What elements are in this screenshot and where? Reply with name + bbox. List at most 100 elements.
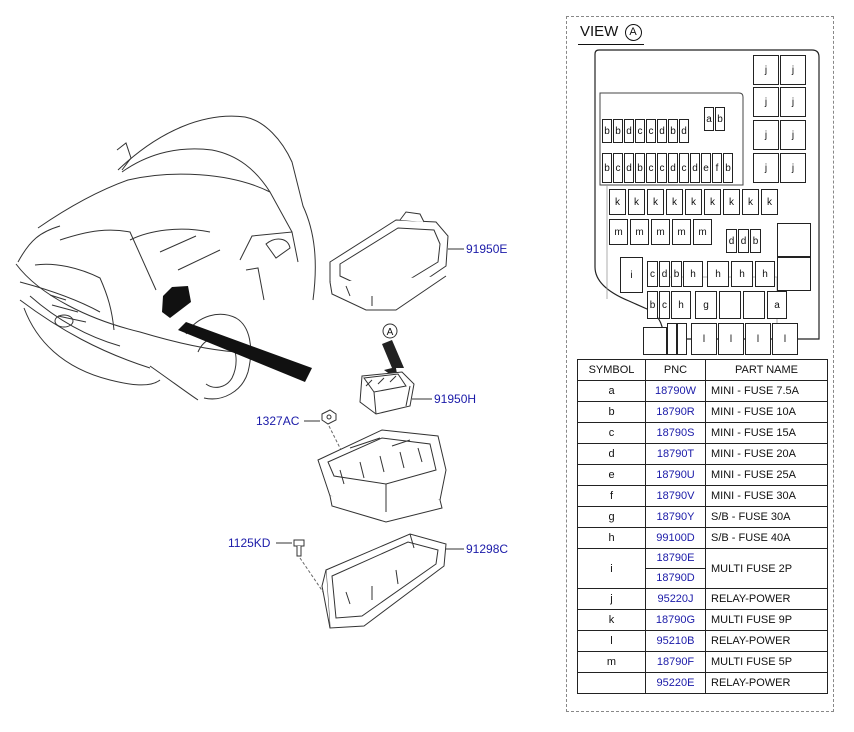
legend-pnc[interactable]: 18790T [645, 443, 706, 465]
fuse-cell-b[interactable]: b [715, 107, 725, 131]
callout-1327ac[interactable]: 1327AC [256, 414, 300, 428]
fuse-cell-b[interactable]: b [750, 229, 761, 253]
fuse-box-cover-part[interactable] [329, 211, 449, 311]
legend-pnc[interactable]: 95220J [645, 588, 706, 610]
fuse-cell-d[interactable]: d [624, 153, 634, 183]
legend-pnc[interactable]: 95220E [645, 672, 706, 694]
callout-91298c[interactable]: 91298C [466, 542, 509, 556]
legend-pnc-link[interactable]: 18790Y [656, 510, 695, 523]
legend-pnc[interactable]: 18790R [645, 401, 706, 423]
junction-box-body-part[interactable] [317, 429, 447, 523]
fuse-cell-k[interactable]: k [666, 189, 683, 215]
callout-91950e[interactable]: 91950E [466, 242, 508, 256]
fuse-cell-d[interactable]: d [624, 119, 634, 143]
fuse-cell-b[interactable]: b [602, 153, 612, 183]
fuse-cell-l[interactable]: l [772, 323, 798, 355]
fuse-cell-a[interactable]: a [704, 107, 714, 131]
legend-pnc[interactable]: 99100D [645, 527, 706, 549]
fuse-cell-h[interactable]: h [707, 261, 729, 287]
legend-pnc-link[interactable]: 95220J [657, 592, 694, 605]
fuse-cell-k[interactable]: k [685, 189, 702, 215]
fuse-cell-c[interactable]: c [647, 261, 658, 287]
legend-pnc-link[interactable]: 95210B [656, 634, 695, 647]
fuse-cell-h[interactable]: h [671, 291, 691, 319]
legend-pnc-link[interactable]: 18790V [656, 489, 695, 502]
fuse-cell-h[interactable]: h [755, 261, 775, 287]
fuse-cell-b[interactable]: b [613, 119, 623, 143]
fuse-cell-b[interactable]: b [668, 119, 678, 143]
fuse-cell-m[interactable]: m [651, 219, 670, 245]
fuse-cell-f[interactable]: f [712, 153, 722, 183]
fuse-cell-m[interactable]: m [630, 219, 649, 245]
legend-pnc[interactable]: 95210B [645, 630, 706, 652]
fuse-cell-blank[interactable] [677, 323, 687, 355]
fuse-cell-b[interactable]: b [647, 291, 658, 319]
fuse-cell-blank[interactable] [743, 291, 765, 319]
legend-pnc[interactable]: 18790W [645, 380, 706, 402]
fuse-cell-d[interactable]: d [679, 119, 689, 143]
fuse-cell-d[interactable]: d [657, 119, 667, 143]
legend-pnc-link[interactable]: 99100D [656, 531, 695, 544]
fuse-cell-b[interactable]: b [635, 153, 645, 183]
fuse-cell-j[interactable]: j [753, 87, 779, 117]
fuse-cell-d[interactable]: d [726, 229, 737, 253]
legend-pnc-link[interactable]: 18790W [655, 384, 696, 397]
legend-pnc[interactable]: 18790G [645, 609, 706, 631]
legend-pnc-link[interactable]: 18790E [656, 552, 695, 564]
fuse-cell-e[interactable]: e [701, 153, 711, 183]
fuse-cell-k[interactable]: k [761, 189, 778, 215]
fuse-cell-d[interactable]: d [668, 153, 678, 183]
fuse-cell-c[interactable]: c [635, 119, 645, 143]
fuse-cell-k[interactable]: k [723, 189, 740, 215]
fuse-cell-a[interactable]: a [767, 291, 787, 319]
lower-bracket-part[interactable] [321, 533, 447, 629]
fuse-cell-c[interactable]: c [659, 291, 670, 319]
fuse-cell-blank[interactable] [777, 223, 811, 257]
fuse-cell-j[interactable]: j [753, 153, 779, 183]
fuse-cell-j[interactable]: j [780, 55, 806, 85]
fuse-cell-b[interactable]: b [671, 261, 682, 287]
fuse-cell-blank[interactable] [777, 257, 811, 291]
fuse-cell-c[interactable]: c [679, 153, 689, 183]
legend-pnc-link[interactable]: 18790F [656, 655, 695, 668]
legend-pnc-link[interactable]: 18790S [656, 426, 695, 439]
fuse-cell-l[interactable]: l [691, 323, 717, 355]
legend-pnc-link[interactable]: 95220E [656, 676, 695, 689]
legend-pnc-link[interactable]: 18790T [656, 447, 695, 460]
fuse-cell-m[interactable]: m [693, 219, 712, 245]
fuse-cell-h[interactable]: h [731, 261, 753, 287]
legend-pnc[interactable]: 18790E 18790D [645, 548, 706, 589]
fuse-cell-b[interactable]: b [602, 119, 612, 143]
fuse-cell-d[interactable]: d [690, 153, 700, 183]
fuse-cell-blank[interactable] [719, 291, 741, 319]
fuse-cell-g[interactable]: g [695, 291, 717, 319]
fuse-cell-j[interactable]: j [780, 120, 806, 150]
relay-block-part[interactable] [359, 371, 415, 415]
fuse-cell-j[interactable]: j [753, 120, 779, 150]
fuse-cell-k[interactable]: k [628, 189, 645, 215]
fuse-cell-j[interactable]: j [780, 153, 806, 183]
fuse-cell-blank[interactable] [667, 323, 677, 355]
legend-pnc[interactable]: 18790F [645, 651, 706, 673]
fuse-cell-i[interactable]: i [620, 257, 643, 293]
legend-pnc-link[interactable]: 18790D [646, 568, 705, 588]
fuse-cell-c[interactable]: c [646, 153, 656, 183]
bolt-part[interactable] [293, 539, 305, 557]
legend-pnc[interactable]: 18790S [645, 422, 706, 444]
fuse-cell-k[interactable]: k [609, 189, 626, 215]
fuse-cell-m[interactable]: m [609, 219, 628, 245]
fuse-cell-c[interactable]: c [657, 153, 667, 183]
fuse-cell-k[interactable]: k [704, 189, 721, 215]
fuse-cell-d[interactable]: d [659, 261, 670, 287]
legend-pnc[interactable]: 18790Y [645, 506, 706, 528]
fuse-cell-h[interactable]: h [683, 261, 703, 287]
fuse-cell-l[interactable]: l [745, 323, 771, 355]
fuse-cell-b[interactable]: b [723, 153, 733, 183]
callout-1125kd[interactable]: 1125KD [228, 536, 271, 550]
legend-pnc-link[interactable]: 18790U [656, 468, 695, 481]
legend-pnc[interactable]: 18790U [645, 464, 706, 486]
legend-pnc[interactable]: 18790V [645, 485, 706, 507]
fuse-cell-c[interactable]: c [646, 119, 656, 143]
fuse-cell-j[interactable]: j [780, 87, 806, 117]
callout-91950h[interactable]: 91950H [434, 392, 477, 406]
